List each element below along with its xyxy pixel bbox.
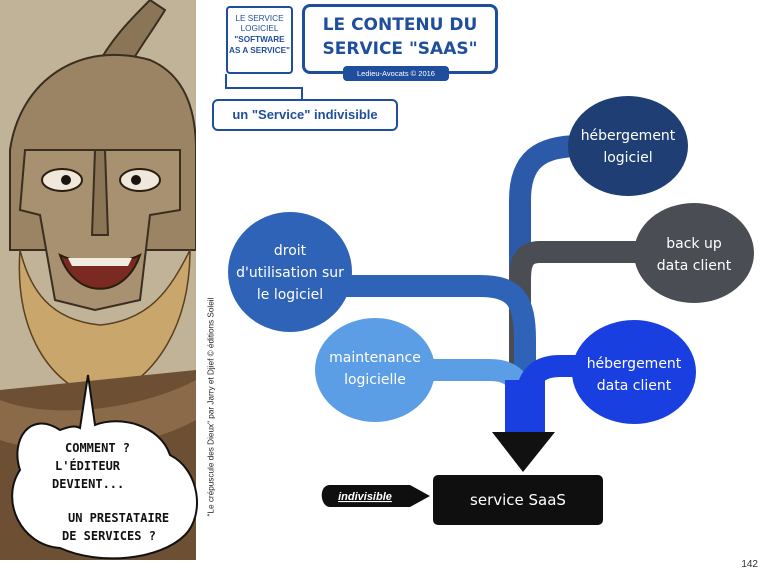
title-line-1: LE CONTENU DU xyxy=(322,15,478,35)
node-hebergement-data-line-2: data client xyxy=(597,378,672,394)
bubble-line-5: DE SERVICES ? xyxy=(62,529,156,543)
copyright-tag: Ledieu-Avocats © 2016 xyxy=(343,66,449,81)
result-label: service SaaS xyxy=(470,491,566,509)
subtitle-connector xyxy=(225,74,303,99)
node-hebergement-logiciel-line-1: hébergement xyxy=(581,128,676,144)
bubble-line-1: COMMENT ? xyxy=(65,441,130,455)
subtitle-box: un "Service" indivisible xyxy=(212,99,398,131)
indivisible-label: indivisible xyxy=(338,491,392,503)
bubble-line-2: L'ÉDITEUR xyxy=(55,458,121,473)
node-droit-line-3: le logiciel xyxy=(257,287,323,303)
service-label-line-2: LOGICIEL xyxy=(240,24,279,33)
node-backup-line-2: data client xyxy=(657,258,732,274)
branch-backup xyxy=(509,241,660,420)
node-hebergement-data: hébergement data client xyxy=(572,320,696,424)
service-label-box: LE SERVICE LOGICIEL "SOFTWARE AS A SERVI… xyxy=(226,6,293,74)
arrow-down-icon xyxy=(492,432,555,472)
indivisible-callout: indivisible xyxy=(321,485,430,507)
bubble-line-3: DEVIENT... xyxy=(52,477,124,491)
service-label-bold-1: "SOFTWARE xyxy=(234,35,285,44)
node-hebergement-logiciel-line-2: logiciel xyxy=(603,150,652,166)
node-droit-line-1: droit xyxy=(274,243,307,259)
node-droit: droit d'utilisation sur le logiciel xyxy=(228,212,352,332)
branch-hebergement-logiciel xyxy=(509,135,581,420)
node-backup-line-1: back up xyxy=(666,236,722,252)
trunk xyxy=(505,380,545,435)
title-box: LE CONTENU DU SERVICE "SAAS" xyxy=(302,4,498,74)
service-label-bold-2: AS A SERVICE" xyxy=(229,46,290,55)
branch-droit xyxy=(330,275,536,420)
node-backup: back up data client xyxy=(634,203,754,303)
bubble-line-4: UN PRESTATAIRE xyxy=(68,511,169,525)
title-line-2: SERVICE "SAAS" xyxy=(322,39,478,59)
node-hebergement-logiciel: hébergement logiciel xyxy=(568,96,688,196)
result-box: service SaaS xyxy=(433,475,603,525)
service-label-line-1: LE SERVICE xyxy=(235,14,284,23)
speech-bubble: COMMENT ? L'ÉDITEUR DEVIENT... UN PRESTA… xyxy=(11,374,198,560)
node-maintenance-line-2: logicielle xyxy=(344,372,406,388)
comic-illustration xyxy=(0,0,196,560)
warrior-illustration xyxy=(0,0,196,560)
node-maintenance: maintenance logicielle xyxy=(315,318,435,422)
node-droit-line-2: d'utilisation sur xyxy=(236,265,344,281)
node-hebergement-data-line-1: hébergement xyxy=(587,356,682,372)
node-maintenance-line-1: maintenance xyxy=(329,350,421,366)
page-number: 142 xyxy=(741,559,758,570)
